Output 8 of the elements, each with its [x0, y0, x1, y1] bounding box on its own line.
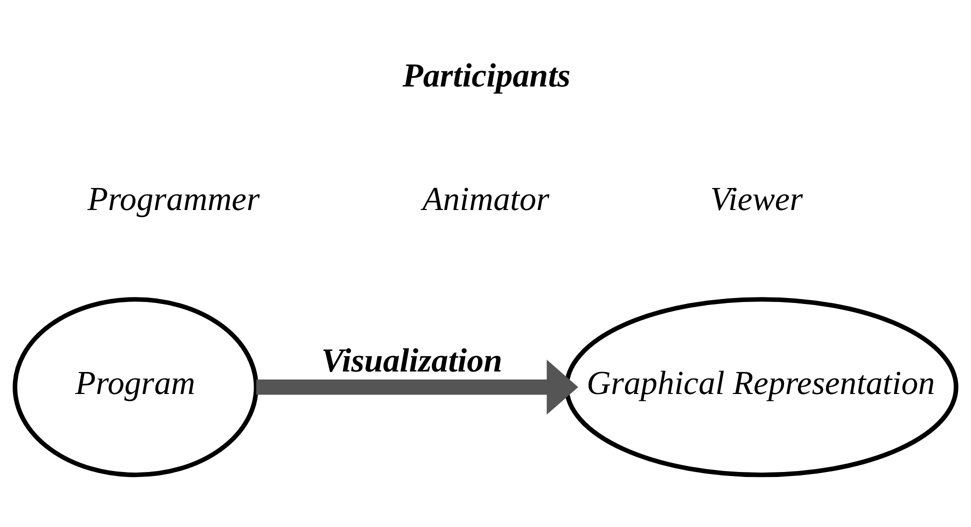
- node-ellipse: Graphical Representation: [564, 297, 958, 478]
- arrow: [256, 360, 578, 415]
- label: Programmer: [87, 181, 260, 218]
- label: Animator: [422, 181, 550, 218]
- edge-label: Visualization: [321, 342, 502, 380]
- label: Viewer: [710, 181, 803, 218]
- label: Participants: [402, 58, 571, 95]
- node-ellipse: Program: [12, 297, 258, 478]
